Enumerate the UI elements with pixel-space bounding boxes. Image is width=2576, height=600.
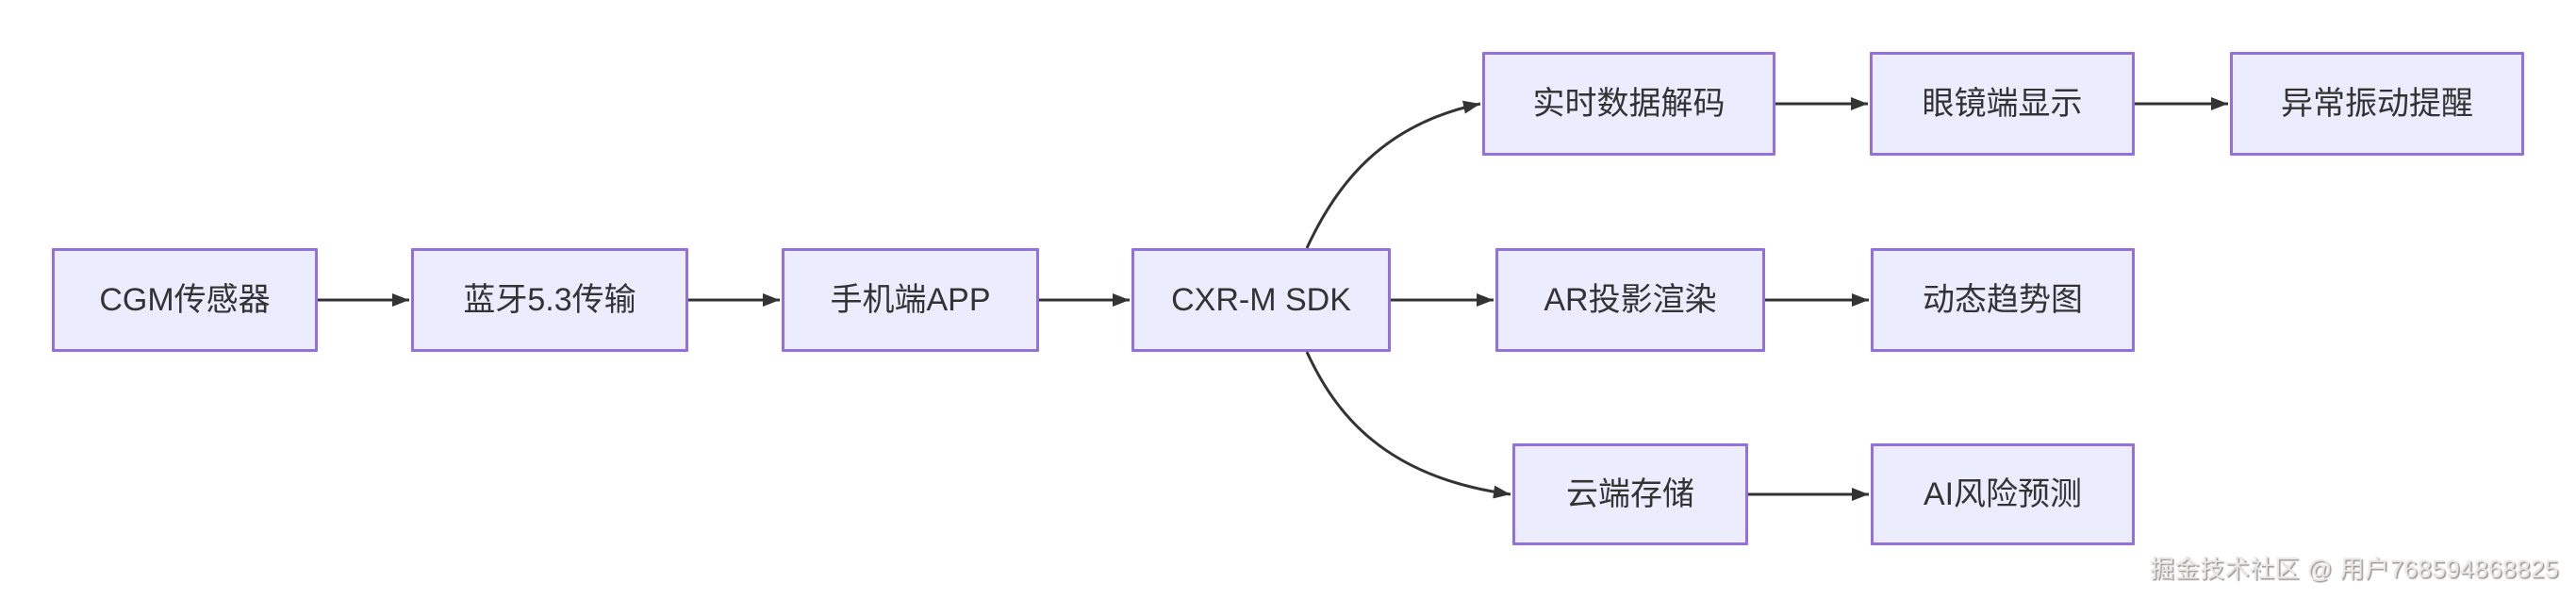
node-glasses-display: 眼镜端显示: [1870, 52, 2135, 156]
node-phone-app: 手机端APP: [782, 248, 1039, 352]
edge-sdk-to-decode: [1305, 100, 1481, 249]
node-bluetooth: 蓝牙5.3传输: [411, 248, 688, 352]
edge-sdk-to-cloud: [1305, 351, 1511, 499]
node-vibration-alert: 异常振动提醒: [2230, 52, 2524, 156]
node-cgm-sensor: CGM传感器: [52, 248, 318, 352]
node-ai-prediction: AI风险预测: [1871, 443, 2135, 545]
node-realtime-decode: 实时数据解码: [1482, 52, 1775, 156]
node-cxr-m-sdk: CXR-M SDK: [1131, 248, 1391, 352]
watermark: 掘金技术社区 @ 用户768594868825: [2150, 555, 2559, 583]
node-trend-chart: 动态趋势图: [1871, 248, 2135, 352]
node-cloud-storage: 云端存储: [1512, 443, 1748, 545]
node-ar-render: AR投影渲染: [1495, 248, 1765, 352]
